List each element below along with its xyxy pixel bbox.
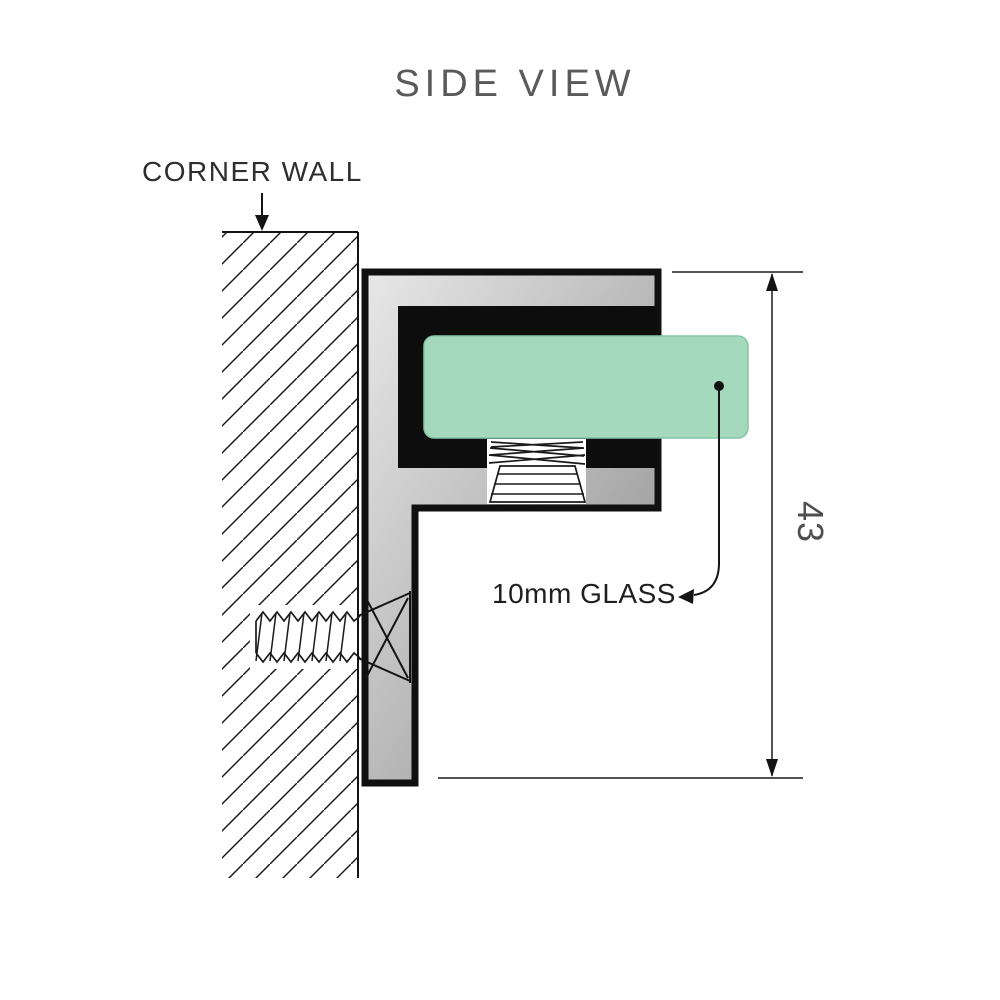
dim-arrow-down-icon — [766, 759, 778, 777]
page-title: SIDE VIEW — [394, 63, 635, 105]
screw-thread-top — [255, 610, 361, 623]
glass-channel — [398, 306, 658, 468]
glass-callout: 10mm GLASS — [492, 381, 724, 609]
wall-hatch — [222, 232, 358, 878]
mounting-screw-group — [255, 591, 411, 683]
glass-leader-line — [693, 386, 720, 596]
screw-head — [357, 591, 411, 683]
corner-wall-label: CORNER WALL — [142, 156, 363, 187]
screw-mask — [250, 605, 360, 669]
corner-wall-callout: CORNER WALL — [142, 156, 363, 231]
grub-screw-hatch — [491, 473, 584, 495]
dimension-group: 43 — [438, 271, 831, 779]
dimension-value: 43 — [790, 501, 831, 543]
screw-thread-bottom — [255, 651, 361, 664]
down-arrow-icon — [255, 215, 269, 231]
bracket-group — [361, 268, 749, 787]
wall-group — [222, 231, 360, 878]
grub-screw-cup — [488, 465, 587, 503]
glass-label: 10mm GLASS — [492, 578, 676, 609]
screw-thread-crests — [255, 612, 347, 662]
dim-arrow-up-icon — [766, 273, 778, 291]
grub-screw-spring — [488, 441, 586, 465]
glass-panel — [423, 335, 749, 439]
grub-screw-group — [487, 439, 587, 504]
leader-arrow-icon — [678, 589, 694, 604]
